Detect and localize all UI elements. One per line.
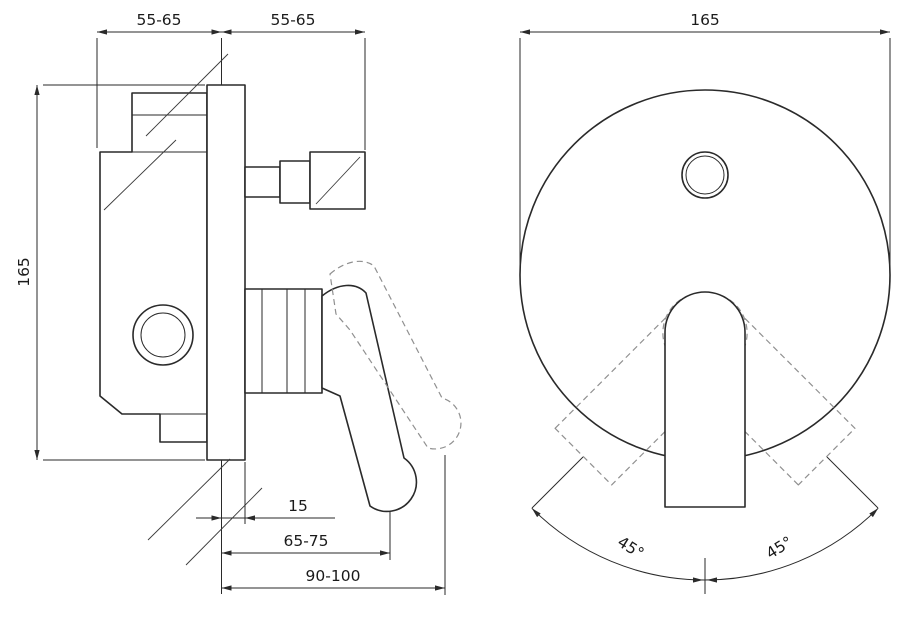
cartridge-housing bbox=[244, 288, 323, 394]
dim-label-handle-reach-max: 90-100 bbox=[306, 567, 361, 585]
dim-label-height: 165 bbox=[15, 257, 33, 287]
wall-hatch-marks bbox=[103, 53, 263, 566]
dim-plate-offset: 15 bbox=[196, 462, 335, 524]
outlet-port-inner bbox=[140, 312, 186, 358]
outlet-port-outer bbox=[132, 304, 194, 366]
dim-label-top-right: 55-65 bbox=[270, 11, 315, 29]
swing-extension-left bbox=[531, 456, 584, 509]
dim-top-left: 55-65 bbox=[96, 11, 222, 148]
diverter-neck bbox=[244, 166, 281, 198]
diverter-highlight-line bbox=[315, 156, 361, 205]
swing-arc-right bbox=[704, 507, 879, 581]
swing-extension-right bbox=[826, 456, 879, 509]
dim-height: 165 bbox=[15, 84, 205, 461]
dim-handle-reach-min: 65-75 bbox=[221, 512, 391, 560]
dim-label-diameter: 165 bbox=[690, 11, 720, 29]
dim-label-top-left: 55-65 bbox=[136, 11, 181, 29]
dim-label-swing-left: 45° bbox=[614, 533, 647, 563]
diverter-knob-front bbox=[681, 151, 729, 199]
diverter-knob-front-inner bbox=[685, 155, 725, 195]
dim-diameter: 165 bbox=[519, 11, 891, 268]
wall-plate-side bbox=[206, 84, 246, 461]
diverter-collar bbox=[279, 160, 311, 204]
swing-arc-left bbox=[531, 507, 706, 581]
handle-lever-side-phantom bbox=[329, 260, 462, 450]
dim-top-right: 55-65 bbox=[221, 11, 366, 150]
front-view: 165 45° 45° bbox=[519, 11, 891, 594]
valve-body bbox=[99, 92, 208, 443]
dim-label-handle-reach-min: 65-75 bbox=[283, 532, 328, 550]
handle-front bbox=[664, 291, 746, 508]
handle-lever-side bbox=[321, 284, 418, 513]
side-view: 55-65 55-65 165 15 bbox=[15, 11, 462, 595]
dim-handle-reach-max: 90-100 bbox=[221, 455, 446, 595]
dim-label-plate-offset: 15 bbox=[288, 497, 308, 515]
dim-label-swing-right: 45° bbox=[763, 533, 796, 563]
